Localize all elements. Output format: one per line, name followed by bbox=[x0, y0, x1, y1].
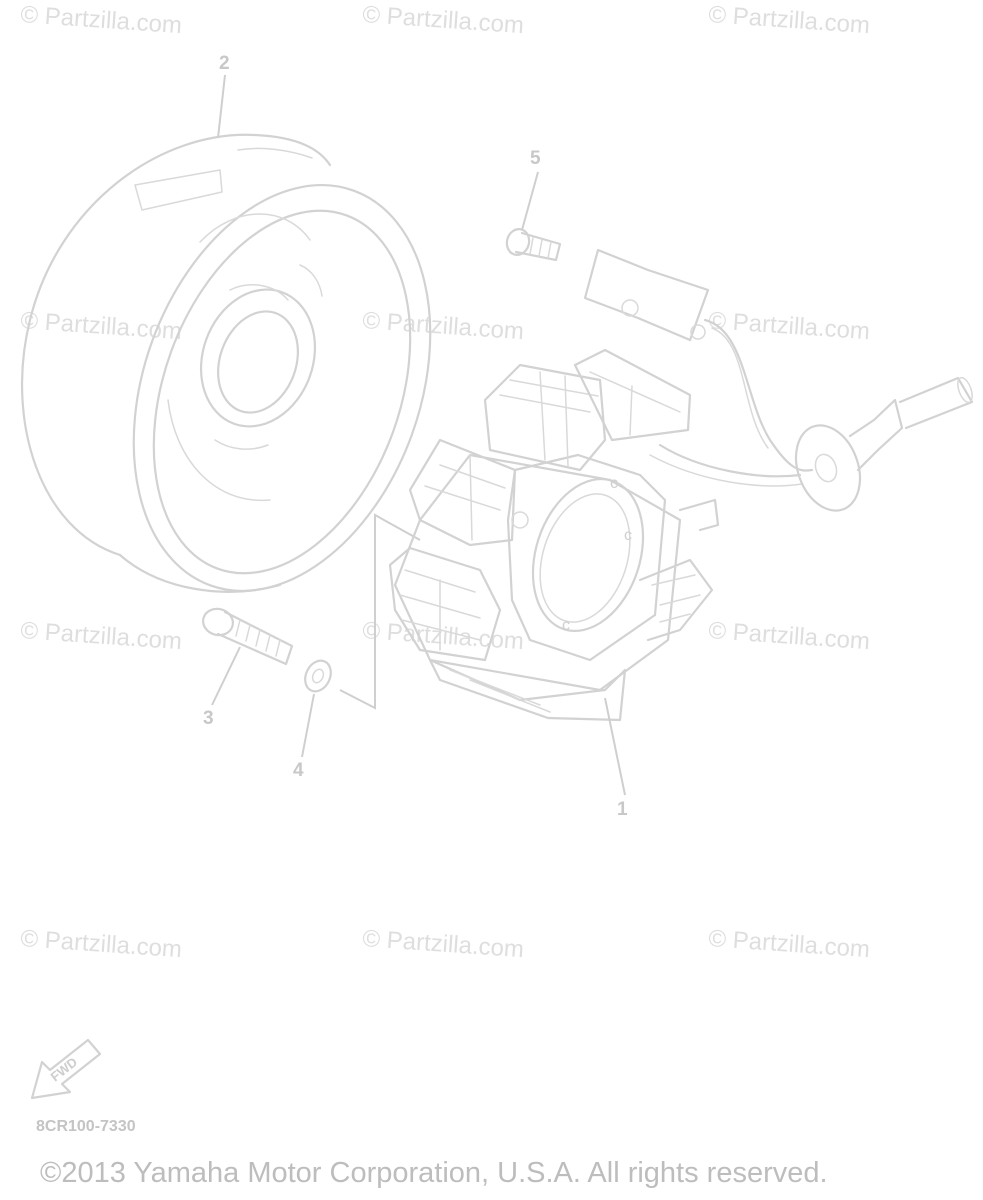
callout-2: 2 bbox=[219, 53, 230, 74]
washer-part-4[interactable] bbox=[300, 656, 335, 695]
callout-3: 3 bbox=[203, 708, 214, 729]
fwd-label: FWD bbox=[48, 1054, 81, 1084]
watermark: © Partzilla.com bbox=[20, 925, 183, 963]
watermark: © Partzilla.com bbox=[362, 1, 525, 39]
callout-leader-4 bbox=[301, 693, 315, 758]
callout-4: 4 bbox=[293, 760, 304, 781]
watermark: © Partzilla.com bbox=[362, 617, 525, 655]
stator-mark: c bbox=[624, 527, 632, 544]
callout-5: 5 bbox=[530, 148, 541, 169]
watermark: © Partzilla.com bbox=[708, 307, 871, 345]
diagram-code: 8CR100-7330 bbox=[36, 1118, 136, 1135]
callout-leader-1 bbox=[604, 697, 626, 796]
callout-leader-2 bbox=[217, 74, 226, 139]
watermark: © Partzilla.com bbox=[362, 925, 525, 963]
watermark-group: © Partzilla.com © Partzilla.com © Partzi… bbox=[20, 1, 871, 963]
assembly-bracket bbox=[339, 513, 421, 710]
watermark: © Partzilla.com bbox=[708, 925, 871, 963]
watermark: © Partzilla.com bbox=[20, 617, 183, 655]
copyright-notice: ©2013 Yamaha Motor Corporation, U.S.A. A… bbox=[40, 1157, 828, 1189]
fwd-arrow-icon: FWD bbox=[30, 1038, 102, 1100]
watermark: © Partzilla.com bbox=[708, 1, 871, 39]
watermark: © Partzilla.com bbox=[362, 307, 525, 345]
stator-part-1[interactable]: c c c bbox=[388, 248, 975, 722]
rotor-part-2[interactable] bbox=[20, 133, 483, 633]
stator-mark: c bbox=[610, 475, 618, 492]
stator-mark: c bbox=[562, 617, 570, 634]
callout-leader-3 bbox=[211, 646, 241, 706]
callout-1: 1 bbox=[617, 799, 628, 820]
callout-leader-5 bbox=[521, 171, 539, 231]
watermark: © Partzilla.com bbox=[708, 617, 871, 655]
screw-part-5[interactable] bbox=[504, 227, 562, 262]
watermark: © Partzilla.com bbox=[20, 1, 183, 39]
bolt-part-3[interactable] bbox=[200, 606, 294, 666]
